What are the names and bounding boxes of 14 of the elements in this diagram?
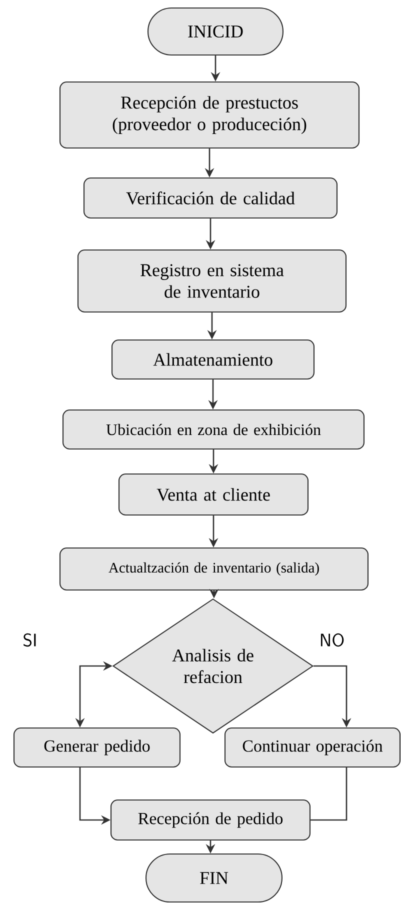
- process-box: Generar pedido: [13, 727, 181, 768]
- process-box: Almatenamiento: [111, 339, 315, 380]
- process-box: Actualtzación de inventario (salida): [59, 547, 369, 591]
- terminal-box: INICID: [147, 7, 284, 56]
- edge-label: NO: [318, 632, 346, 648]
- process-box: Continuar operación: [224, 727, 401, 768]
- process-box: Venta at cliente: [118, 473, 309, 516]
- process-box: Registro en sistema de inventario: [77, 249, 347, 313]
- process-box: Verificación de calidad: [83, 177, 338, 219]
- terminal-box: FIN: [145, 853, 283, 903]
- edge-label: SI: [21, 632, 39, 648]
- process-box: Recepción de prestuctos (proveedor o produceción): [59, 81, 360, 149]
- process-box: Recepción de pedido: [110, 799, 311, 841]
- process-box: Ubicación en zona de exhibición: [62, 409, 365, 450]
